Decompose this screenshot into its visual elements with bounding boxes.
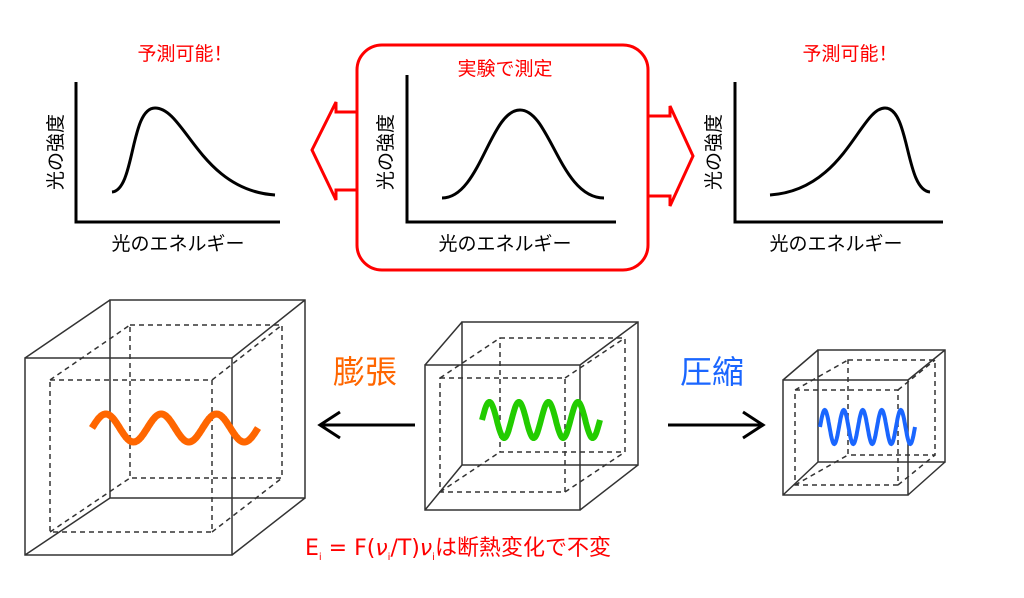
blue-wave xyxy=(818,407,917,447)
green-wave xyxy=(479,399,603,441)
compression-arrow xyxy=(668,410,766,440)
x-axis-label: 光のエネルギー xyxy=(769,233,902,255)
small-cube-inner xyxy=(794,359,936,486)
large-cube-inner xyxy=(49,324,283,533)
medium-cube-inner xyxy=(439,337,626,493)
right-hollow-arrow xyxy=(648,105,695,207)
invariance-formula: Ei = F(νi/T)νiは断熱変化で不変 xyxy=(305,536,611,563)
expansion-arrow xyxy=(317,410,415,440)
x-axis-label: 光のエネルギー xyxy=(111,233,244,255)
experiment-box xyxy=(355,43,650,272)
expansion-label: 膨張 xyxy=(333,353,397,391)
spectrum-curve xyxy=(441,108,605,200)
right-caption: 予測可能！ xyxy=(802,43,897,65)
y-axis-label: 光の強度 xyxy=(375,114,397,190)
spectrum-curve xyxy=(769,106,931,197)
axes xyxy=(405,75,616,224)
axes xyxy=(733,82,943,224)
graph-right: 光の強度 光のエネルギー xyxy=(703,82,943,255)
medium-cube xyxy=(424,321,639,511)
small-cube xyxy=(782,349,946,496)
left-hollow-arrow xyxy=(310,101,357,201)
y-axis-label: 光の強度 xyxy=(45,114,67,190)
graph-left: 光の強度 光のエネルギー xyxy=(45,82,280,255)
center-caption: 実験で測定 xyxy=(457,58,552,80)
spectrum-curve xyxy=(111,106,276,197)
axes xyxy=(74,82,280,224)
left-caption: 予測可能！ xyxy=(137,43,232,65)
orange-wave xyxy=(89,410,261,446)
x-axis-label: 光のエネルギー xyxy=(438,233,571,255)
y-axis-label: 光の強度 xyxy=(703,114,725,190)
compression-label: 圧縮 xyxy=(680,353,744,391)
large-cube xyxy=(24,299,306,556)
graph-center: 光の強度 光のエネルギー xyxy=(375,75,616,255)
